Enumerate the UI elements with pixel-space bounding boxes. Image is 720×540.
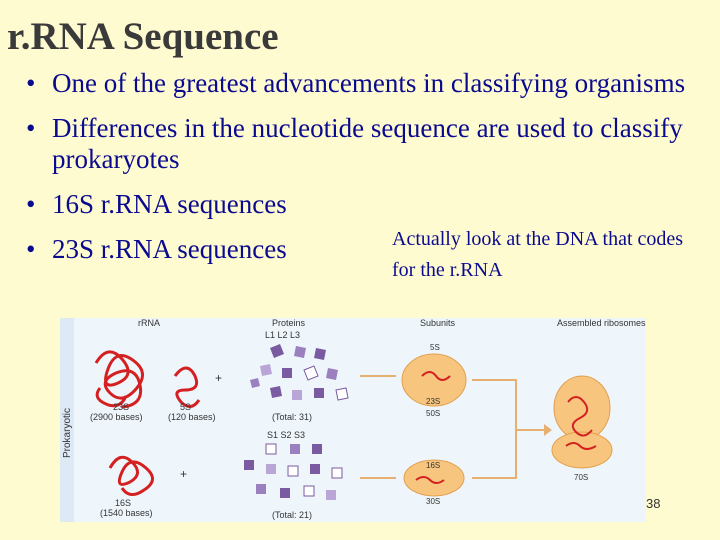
rna-23s-bases: (2900 bases): [90, 412, 143, 422]
slide-title: r.RNA Sequence: [7, 15, 279, 58]
rna-23s-tangle: [94, 350, 144, 409]
rna-23s-label: 23S: [113, 402, 129, 412]
bullet-item: 23S r.RNA sequences: [26, 234, 686, 265]
rna-16s-bases: (1540 bases): [100, 508, 153, 518]
page-number: 38: [646, 496, 661, 511]
subunit-16s-label: 16S: [426, 461, 440, 470]
ribosome-diagram: Prokaryotic rRNA Proteins Subunits Assem…: [60, 318, 646, 522]
bullet-item: 16S r.RNA sequences: [26, 189, 686, 220]
protein-shapes-top: [250, 344, 349, 401]
assembly-arrowhead: [544, 424, 552, 436]
bullet-item: One of the greatest advancements in clas…: [26, 68, 686, 99]
rna-16s-label: 16S: [115, 498, 131, 508]
plus-top: +: [215, 371, 222, 385]
subunit-50s-label: 50S: [426, 409, 440, 418]
header-proteins: Proteins: [272, 318, 306, 328]
subunit-23s-label: 23S: [426, 397, 440, 406]
side-note: Actually look at the DNA that codes for …: [392, 228, 684, 281]
side-label: Prokaryotic: [62, 408, 73, 458]
bullet-item: Differences in the nucleotide sequence a…: [26, 113, 686, 175]
rna-5s-strand: [173, 366, 201, 408]
header-subunits: Subunits: [420, 318, 456, 328]
rna-5s-label: 5S: [180, 402, 191, 412]
subunit-50s: [401, 353, 467, 407]
side-bar: [60, 318, 74, 522]
bullet-list: One of the greatest advancements in clas…: [26, 68, 686, 279]
rna-5s-bases: (120 bases): [168, 412, 216, 422]
subunit-5s-label: 5S: [430, 343, 440, 352]
ribosome-70s-large: [553, 375, 611, 441]
ribosome-figure: Prokaryotic rRNA Proteins Subunits Assem…: [60, 318, 646, 522]
subunit-50s-rna: [421, 371, 451, 381]
ribosome-70s-small: [551, 431, 613, 469]
proteins-top-label: L1 L2 L3: [265, 330, 300, 340]
assembly-bracket: [472, 379, 517, 479]
subunit-30s-label: 30S: [426, 497, 440, 506]
protein-shapes-bottom: [244, 443, 343, 500]
header-assembled: Assembled ribosomes: [557, 318, 646, 328]
ribosome-70s-label: 70S: [574, 473, 588, 482]
subunit-30s-rna: [415, 476, 445, 484]
proteins-total-bottom: (Total: 21): [272, 510, 312, 520]
rna-16s-tangle: [108, 455, 154, 496]
subunit-30s: [403, 459, 465, 497]
ribosome-70s-rna: [565, 396, 597, 450]
proteins-bottom-label: S1 S2 S3: [267, 430, 305, 440]
header-rrna: rRNA: [138, 318, 160, 328]
plus-bottom: +: [180, 467, 187, 481]
proteins-total-top: (Total: 31): [272, 412, 312, 422]
